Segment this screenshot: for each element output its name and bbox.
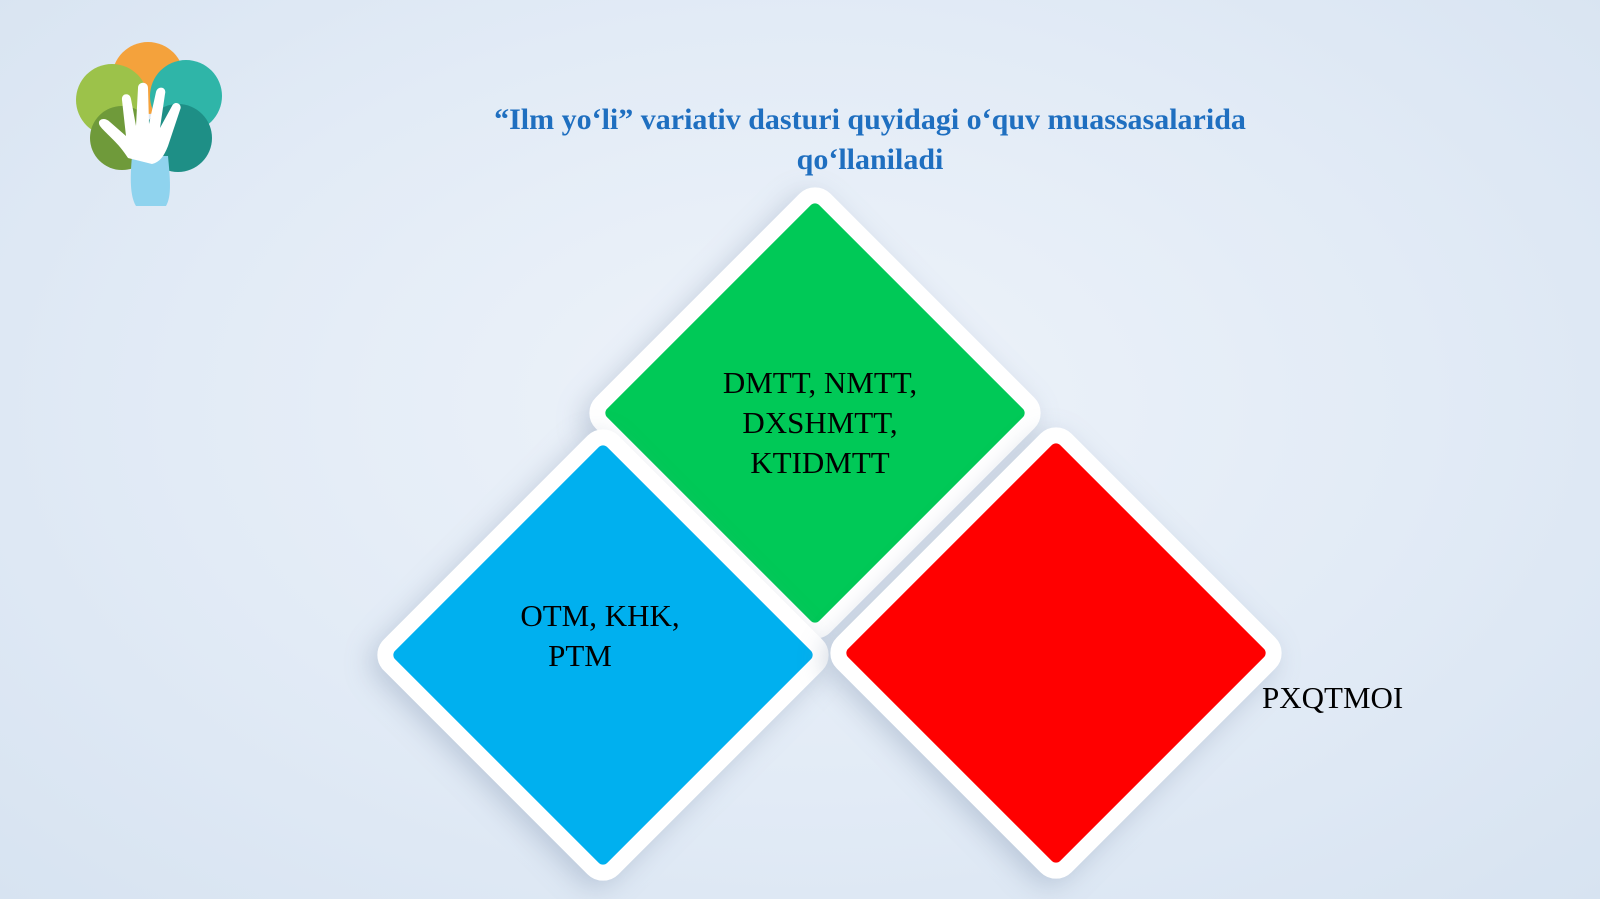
diamond-green-label-line: DXSHMTT, [742,405,898,440]
diamond-green-label-line: KTIDMTT [750,445,890,480]
title-line-1: “Ilm yo‘li” variativ dasturi quyidagi o‘… [494,103,1246,136]
tree-hand-logo [76,42,222,206]
diamond-green-label: DMTT, NMTT, DXSHMTT, KTIDMTT [680,363,960,483]
diamond-red-label: PXQTMOI [1262,678,1432,718]
diamond-blue-label: OTM, KHK, PTM [490,596,710,676]
diamond-green-label-line: DMTT, NMTT, [722,365,918,400]
title-line-2: qo‘llaniladi [796,143,944,176]
page-title: “Ilm yo‘li” variativ dasturi quyidagi o‘… [400,100,1340,180]
diamond-blue-label-line: PTM [548,638,612,673]
diamond-red-label-line: PXQTMOI [1262,680,1404,715]
diamond-blue-label-line: OTM, KHK, [520,598,680,633]
